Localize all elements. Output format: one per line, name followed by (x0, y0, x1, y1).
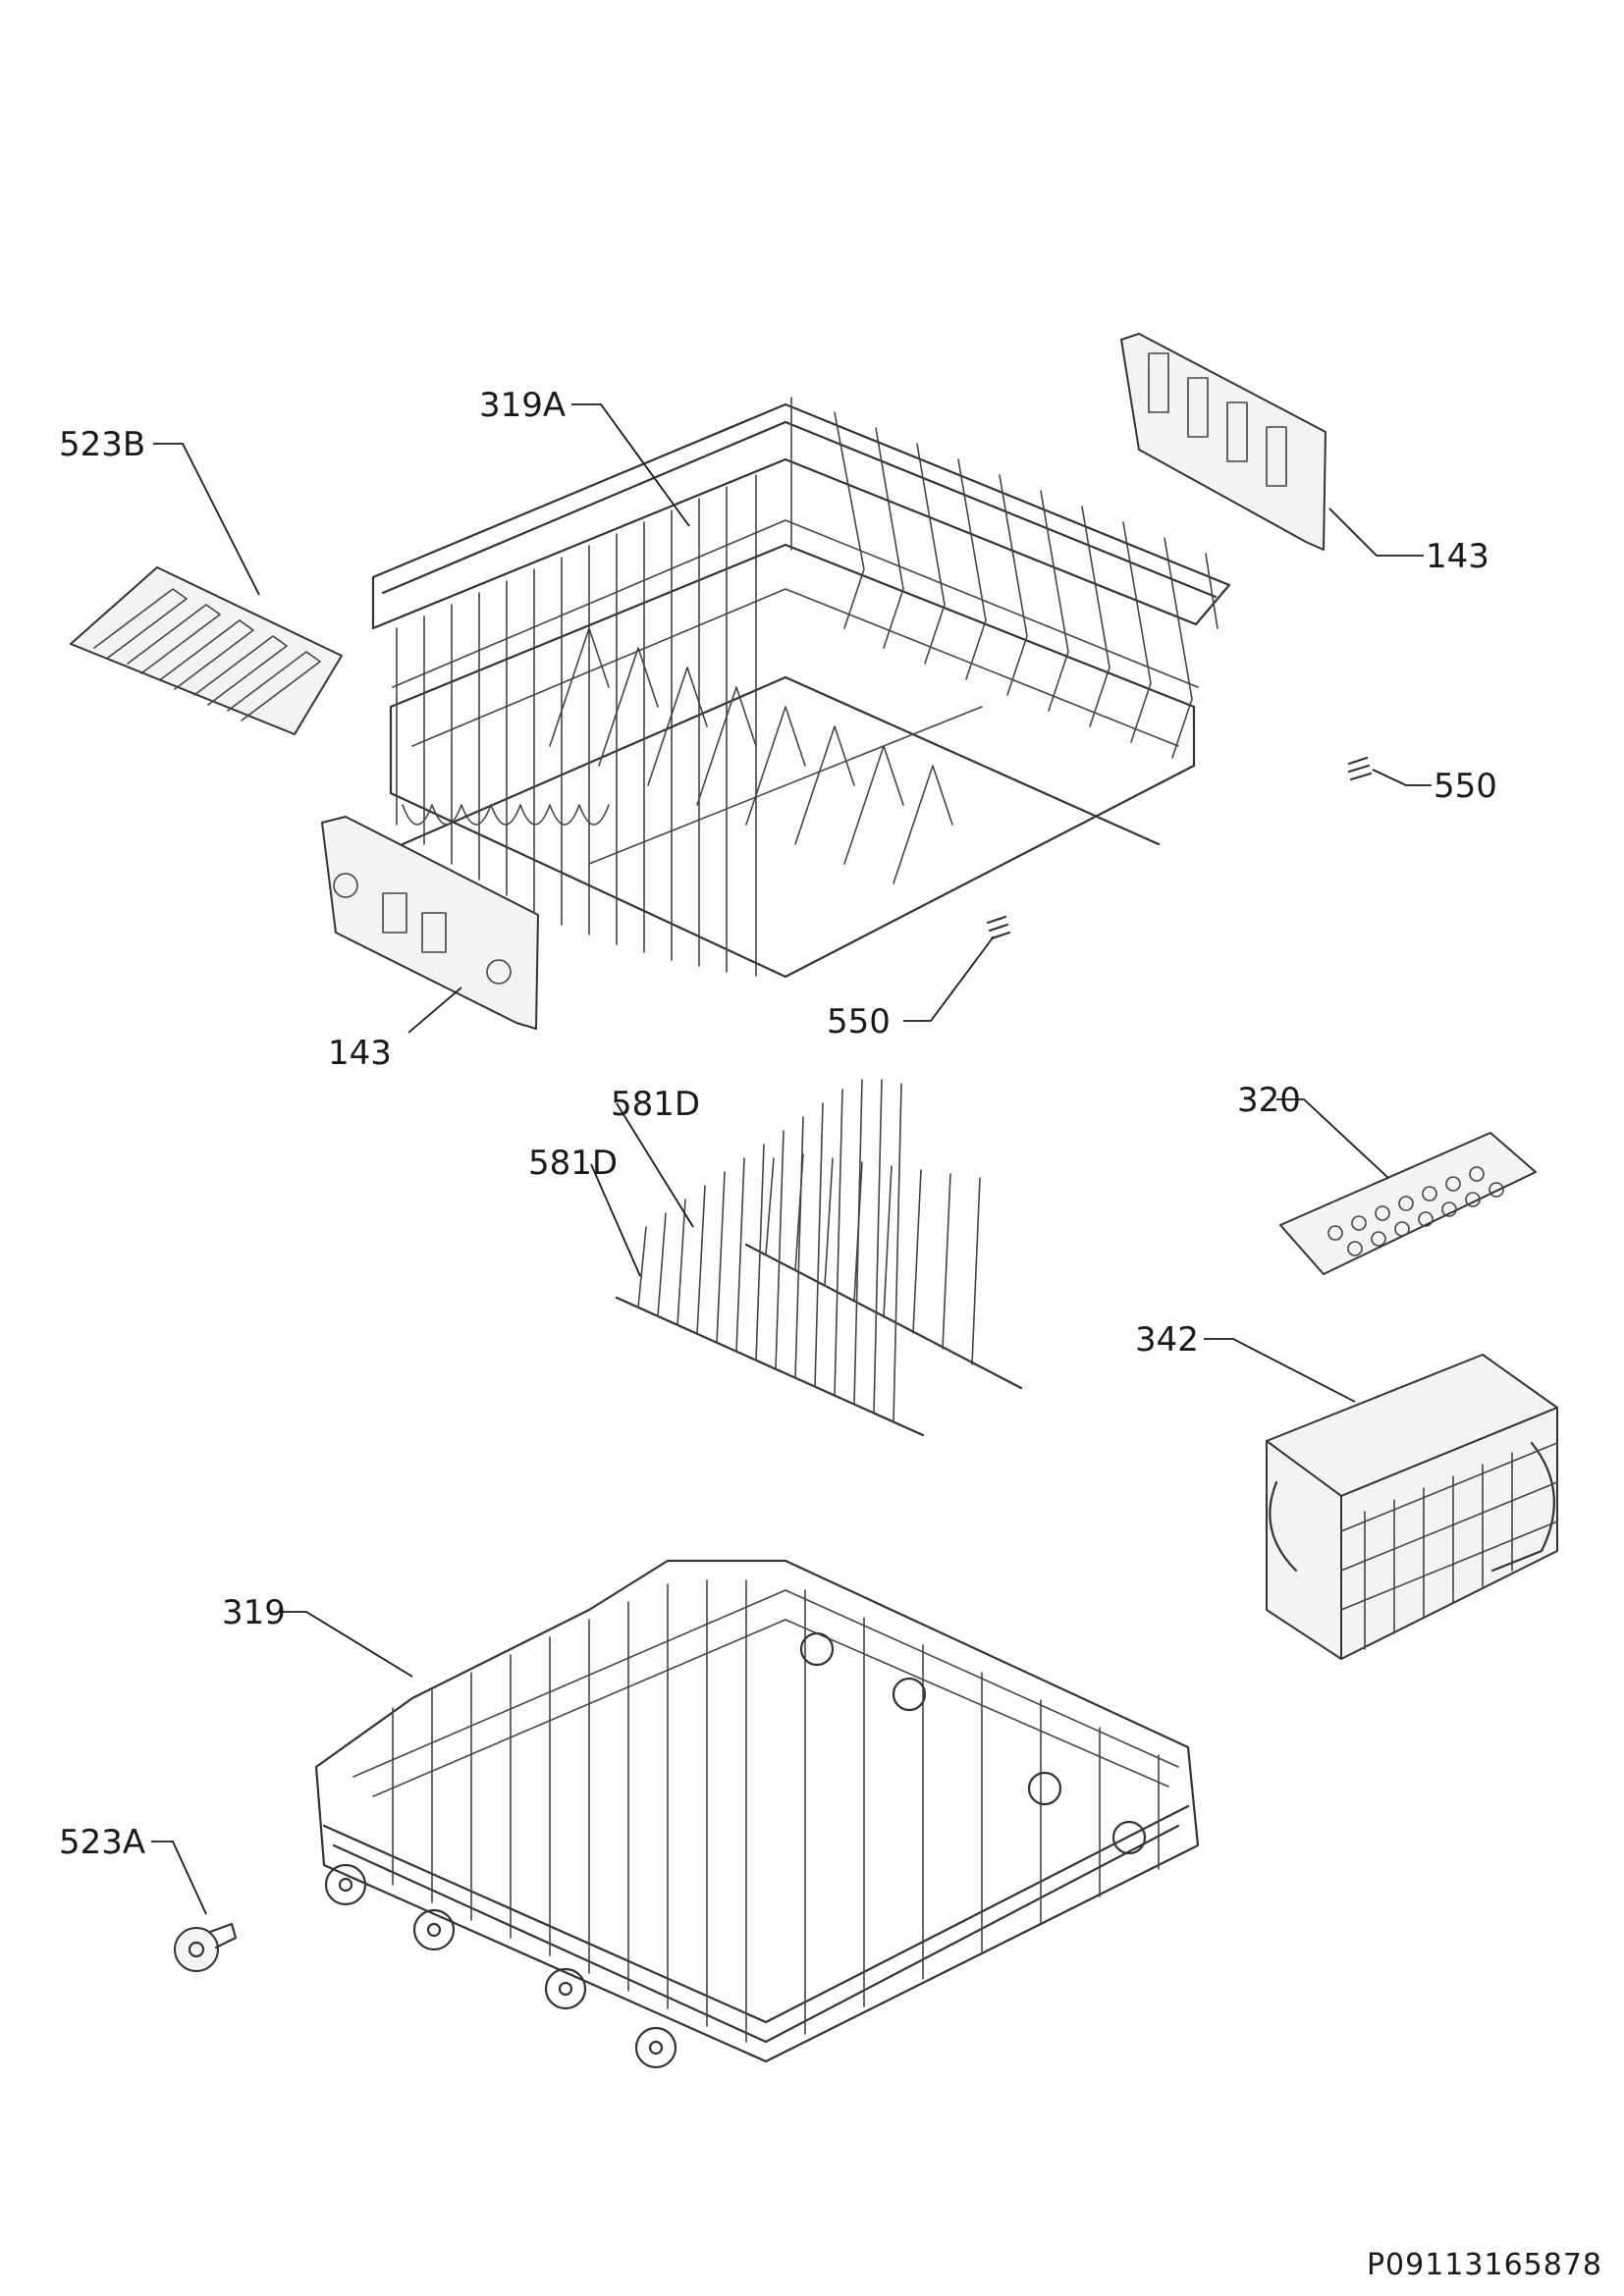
callout-550-right: 550 (1434, 767, 1497, 806)
tine-row-drawing (615, 1079, 1023, 1437)
callout-550-center: 550 (827, 1002, 891, 1041)
drawing-number: P09113165878 (1366, 2248, 1602, 2282)
callout-143-left: 143 (328, 1034, 392, 1073)
rail-left-drawing (321, 816, 539, 1030)
pin-right-drawing (1347, 756, 1373, 781)
upper-basket-drawing (371, 397, 1231, 979)
callout-581d-back: 581D (611, 1085, 700, 1124)
cutlery-basket-drawing (1266, 1354, 1558, 1660)
basket-lid-drawing (1279, 1132, 1537, 1275)
lower-basket-drawing (314, 1559, 1200, 2069)
callout-319: 319 (222, 1593, 286, 1632)
callout-342: 342 (1135, 1320, 1199, 1360)
pin-center-drawing (986, 915, 1011, 940)
wheel-drawing (174, 1922, 238, 1972)
rail-right-drawing (1120, 333, 1326, 551)
shelf-insert-drawing (70, 566, 343, 735)
callout-581d-front: 581D (528, 1144, 618, 1183)
callout-320: 320 (1237, 1081, 1301, 1120)
callout-319a: 319A (479, 386, 566, 425)
callout-523b: 523B (59, 425, 145, 464)
lower-basket-wheels (324, 1631, 1147, 2069)
callout-523a: 523A (59, 1823, 145, 1862)
callout-143-right: 143 (1426, 537, 1489, 576)
leader-lines (151, 403, 1432, 1915)
